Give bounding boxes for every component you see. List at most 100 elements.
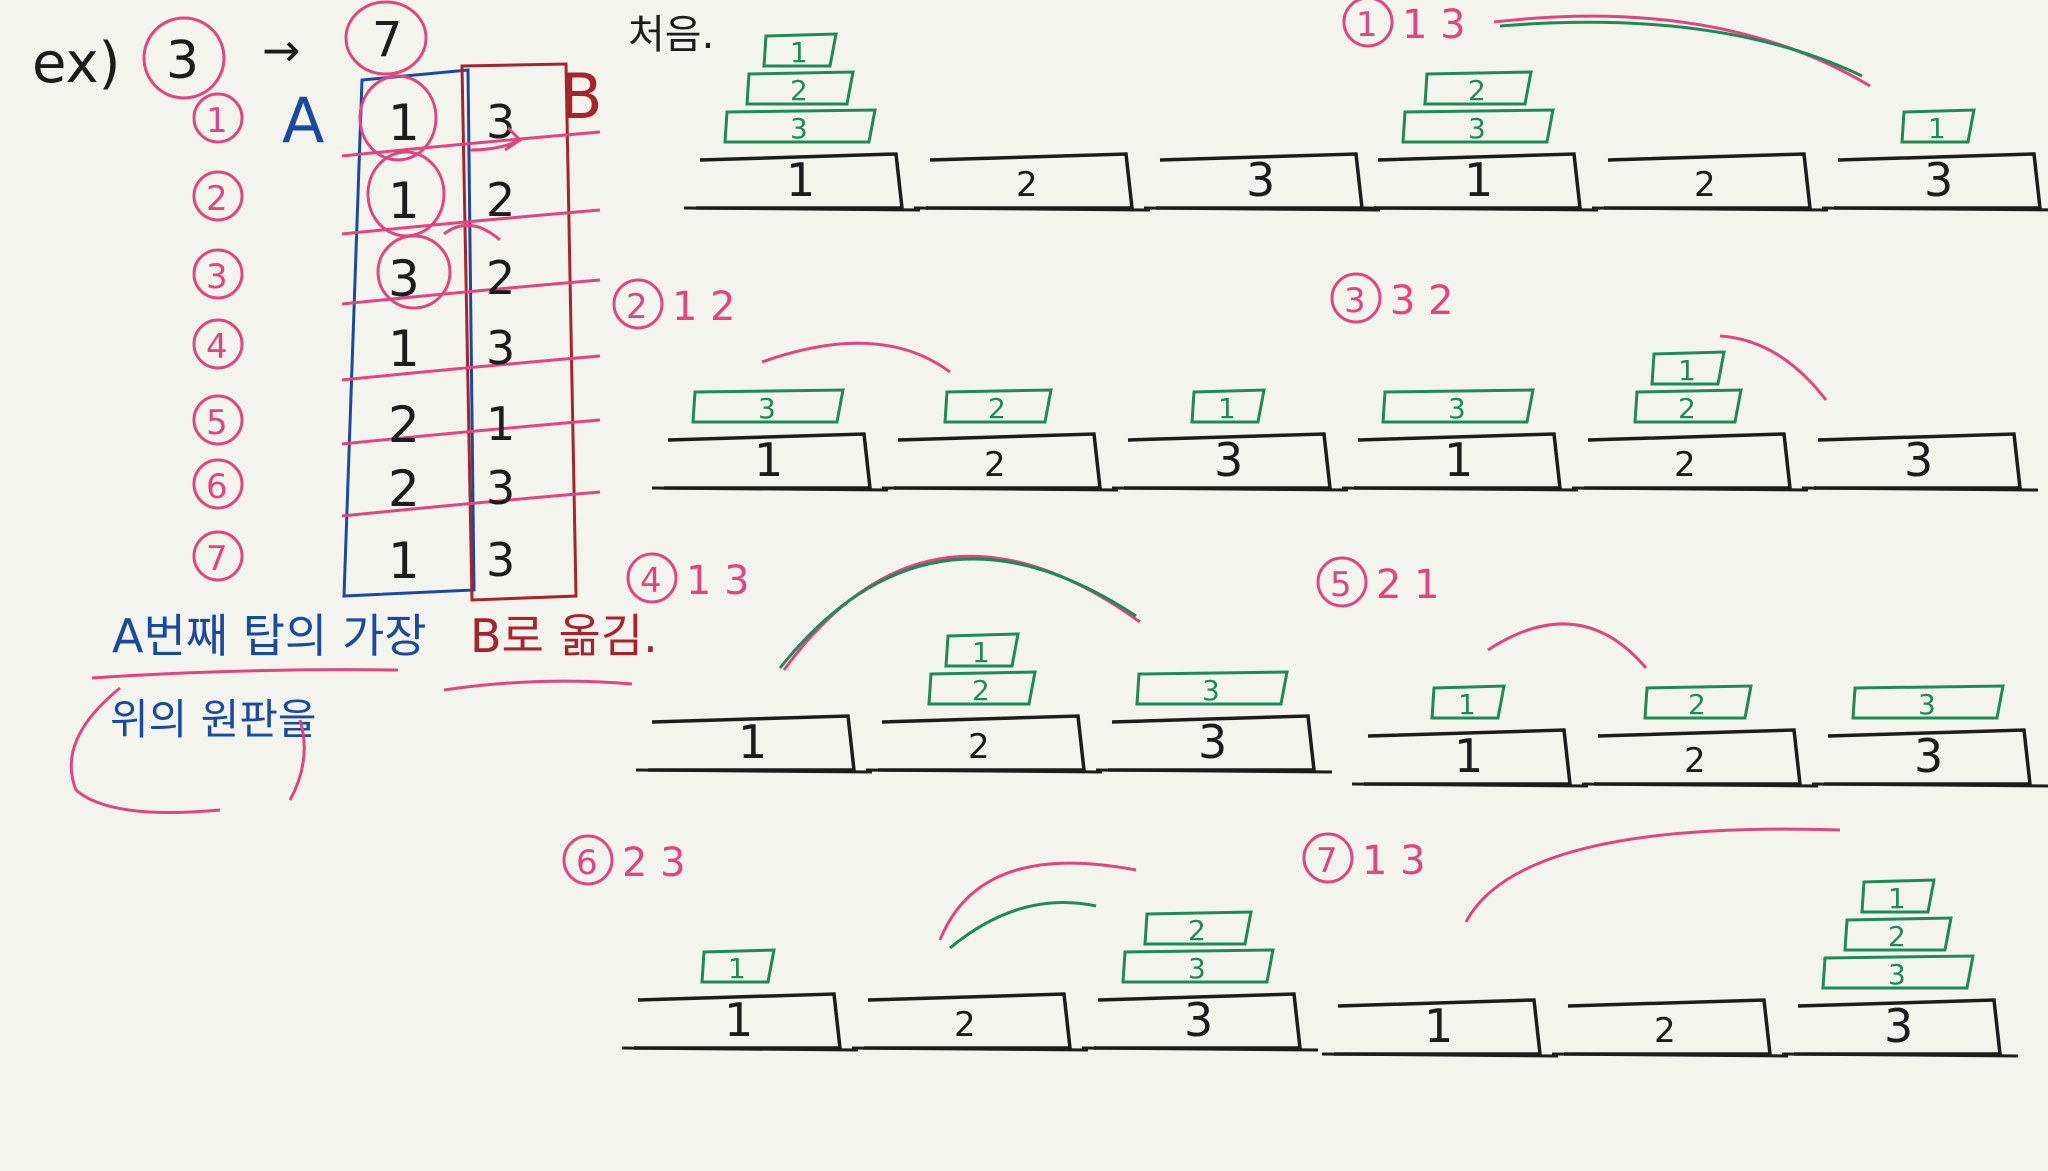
disk-outline <box>1190 388 1266 424</box>
step-number-circle <box>1330 272 1382 324</box>
disk-label: 1 <box>1888 882 1906 915</box>
disk-label: 1 <box>1928 112 1946 145</box>
peg-label: 1 <box>786 153 815 207</box>
peg: 11 <box>1351 684 1589 788</box>
peg-label: 3 <box>1924 153 1953 207</box>
peg-baseline <box>1591 206 1829 212</box>
disk: 2 <box>943 388 1053 425</box>
disk-outline <box>1423 70 1533 106</box>
disk-outline <box>1430 684 1506 720</box>
peg: 2 <box>851 992 1089 1052</box>
peg-label: 3 <box>1246 153 1275 207</box>
disk: 3 <box>1381 388 1535 425</box>
row-number: 3 <box>192 248 244 300</box>
disk: 1 <box>762 32 838 69</box>
row-line <box>341 418 601 446</box>
move-arrow <box>1499 20 1863 78</box>
peg-baseline <box>1081 1046 1319 1052</box>
a-value: 1 <box>388 320 420 378</box>
example-prefix: ex) <box>32 31 120 96</box>
disk-outline <box>1121 948 1275 984</box>
note: A번째 탑의 가장 B로 옮김. 위의 원판을 <box>69 609 658 814</box>
move-arrow <box>1464 827 1841 923</box>
a-value: 1 <box>388 172 420 230</box>
disk: 3 <box>691 388 845 425</box>
peg-label: 3 <box>1214 433 1243 487</box>
row-number: 1 <box>192 92 244 144</box>
disk-outline <box>1643 684 1753 720</box>
step-move: 2 3 <box>622 840 686 886</box>
disk-label: 3 <box>1918 688 1936 721</box>
peg-baseline <box>1321 1052 1559 1058</box>
disk: 2 <box>1423 70 1533 107</box>
disks-circle <box>142 16 226 100</box>
note-line2: 위의 원판을 <box>110 695 317 744</box>
col-b-box <box>460 62 578 602</box>
step-number-circle <box>562 834 614 886</box>
peg-baseline <box>1571 486 1809 492</box>
row-number-circle <box>192 530 244 582</box>
peg-baseline <box>651 486 889 492</box>
example-arrow: → <box>262 23 301 77</box>
move-arrow <box>1487 622 1648 669</box>
disk-outline <box>1381 388 1535 424</box>
peg-label: 3 <box>1184 993 1213 1047</box>
peg-label: 2 <box>1694 165 1716 205</box>
b-value: 3 <box>486 461 515 515</box>
b-value: 2 <box>486 251 515 305</box>
peg: 31 <box>1111 388 1349 492</box>
disk-outline <box>927 670 1037 706</box>
disk: 2 <box>1633 388 1743 425</box>
row-number-text: 4 <box>206 327 228 367</box>
peg-baseline <box>1361 206 1599 212</box>
peg: 2 <box>913 152 1151 212</box>
a-value: 1 <box>388 94 420 152</box>
disk: 2 <box>1843 916 1953 953</box>
peg-label: 2 <box>1654 1011 1676 1051</box>
peg-baseline <box>683 206 921 212</box>
disk-outline <box>1143 910 1253 946</box>
peg-label: 1 <box>1424 999 1453 1053</box>
step-move: 1 3 <box>1402 2 1466 48</box>
peg-baseline <box>1341 486 1579 492</box>
disk-outline <box>1821 954 1975 990</box>
b-value: 3 <box>486 321 515 375</box>
disk: 1 <box>1860 878 1936 915</box>
initial-label: 처음. <box>628 12 714 58</box>
disk-label: 2 <box>972 674 990 707</box>
peg-baseline <box>1111 486 1349 492</box>
row-line <box>341 278 601 306</box>
row-line <box>341 130 601 158</box>
disk: 3 <box>1851 684 2005 721</box>
peg-label: 1 <box>1454 729 1483 783</box>
peg: 2 <box>1591 152 1829 212</box>
note-loop <box>69 686 306 814</box>
row-number: 5 <box>192 394 244 446</box>
peg: 33 <box>1095 670 1333 774</box>
row-number-text: 2 <box>206 179 228 219</box>
disk-outline <box>944 632 1020 668</box>
peg-label: 2 <box>954 1005 976 1045</box>
step-move: 3 2 <box>1390 278 1454 324</box>
row-number-text: 1 <box>206 101 228 141</box>
peg-baseline <box>881 486 1119 492</box>
step-number-circle <box>1342 0 1394 48</box>
disk-outline <box>700 948 776 984</box>
peg-label: 1 <box>1464 153 1493 207</box>
disk-outline <box>762 32 838 68</box>
disk-label: 1 <box>728 952 746 985</box>
disk-label: 2 <box>1678 392 1696 425</box>
peg-label: 3 <box>1904 433 1933 487</box>
step-move: 2 1 <box>1376 562 1440 608</box>
peg-baseline <box>621 1046 859 1052</box>
